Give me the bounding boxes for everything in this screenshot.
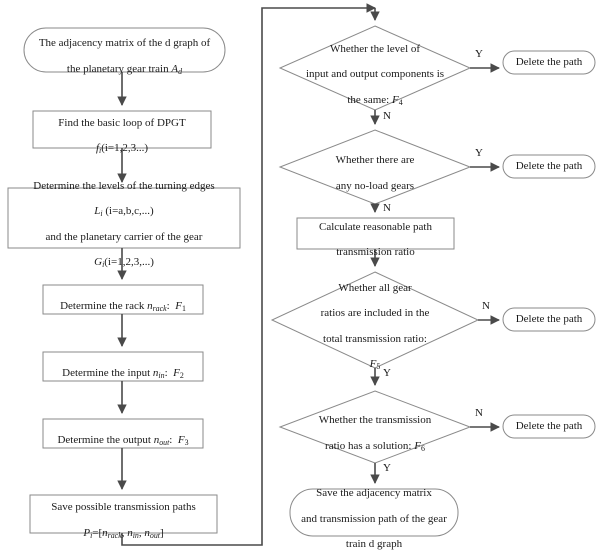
node-determine-levels[interactable] [8, 188, 240, 248]
shape-delete-path-1 [502, 50, 596, 75]
edge-label-decision2-yes: Y [475, 147, 483, 159]
edge-label-decision1-no: N [383, 110, 391, 122]
node-find-loop[interactable] [33, 111, 211, 148]
shape-input-box [42, 351, 204, 382]
node-decision-no-load-gears[interactable] [280, 130, 470, 204]
node-delete-path-4[interactable] [503, 415, 595, 438]
edge-label-decision2-no: N [383, 202, 391, 214]
node-calculate-transmission-ratio[interactable] [297, 218, 454, 249]
shape-output-box [42, 418, 204, 449]
node-save-possible-paths[interactable] [30, 495, 217, 533]
node-end-save-adjacency-matrix[interactable] [290, 489, 458, 536]
node-delete-path-1[interactable] [503, 51, 595, 74]
shape-levels-box [7, 187, 241, 249]
node-decision-all-gear-ratios[interactable] [272, 272, 478, 368]
node-determine-rack[interactable] [43, 285, 203, 314]
edge-label-decision1-yes: Y [475, 48, 483, 60]
edge-label-decision4-yes: Y [383, 462, 391, 474]
connector-savepaths-to-decision1 [121, 3, 376, 546]
node-determine-output[interactable] [43, 419, 203, 448]
shape-delete-path-2 [502, 154, 596, 179]
edge-label-decision3-yes: Y [383, 367, 391, 379]
shape-save-paths-box [29, 494, 218, 534]
node-delete-path-3[interactable] [503, 308, 595, 331]
node-determine-input[interactable] [43, 352, 203, 381]
shape-delete-path-3 [502, 307, 596, 332]
node-start-terminator[interactable] [24, 28, 225, 72]
node-delete-path-2[interactable] [503, 155, 595, 178]
shape-rack-box [42, 284, 204, 315]
shape-start-terminator [23, 27, 226, 73]
edge-label-decision3-no: N [482, 300, 490, 312]
shape-delete-path-4 [502, 414, 596, 439]
shape-end-terminator [289, 488, 459, 537]
edge-label-decision4-no: N [475, 407, 483, 419]
node-decision-ratio-has-solution[interactable] [280, 391, 470, 463]
node-decision-levels-same[interactable] [280, 26, 470, 110]
